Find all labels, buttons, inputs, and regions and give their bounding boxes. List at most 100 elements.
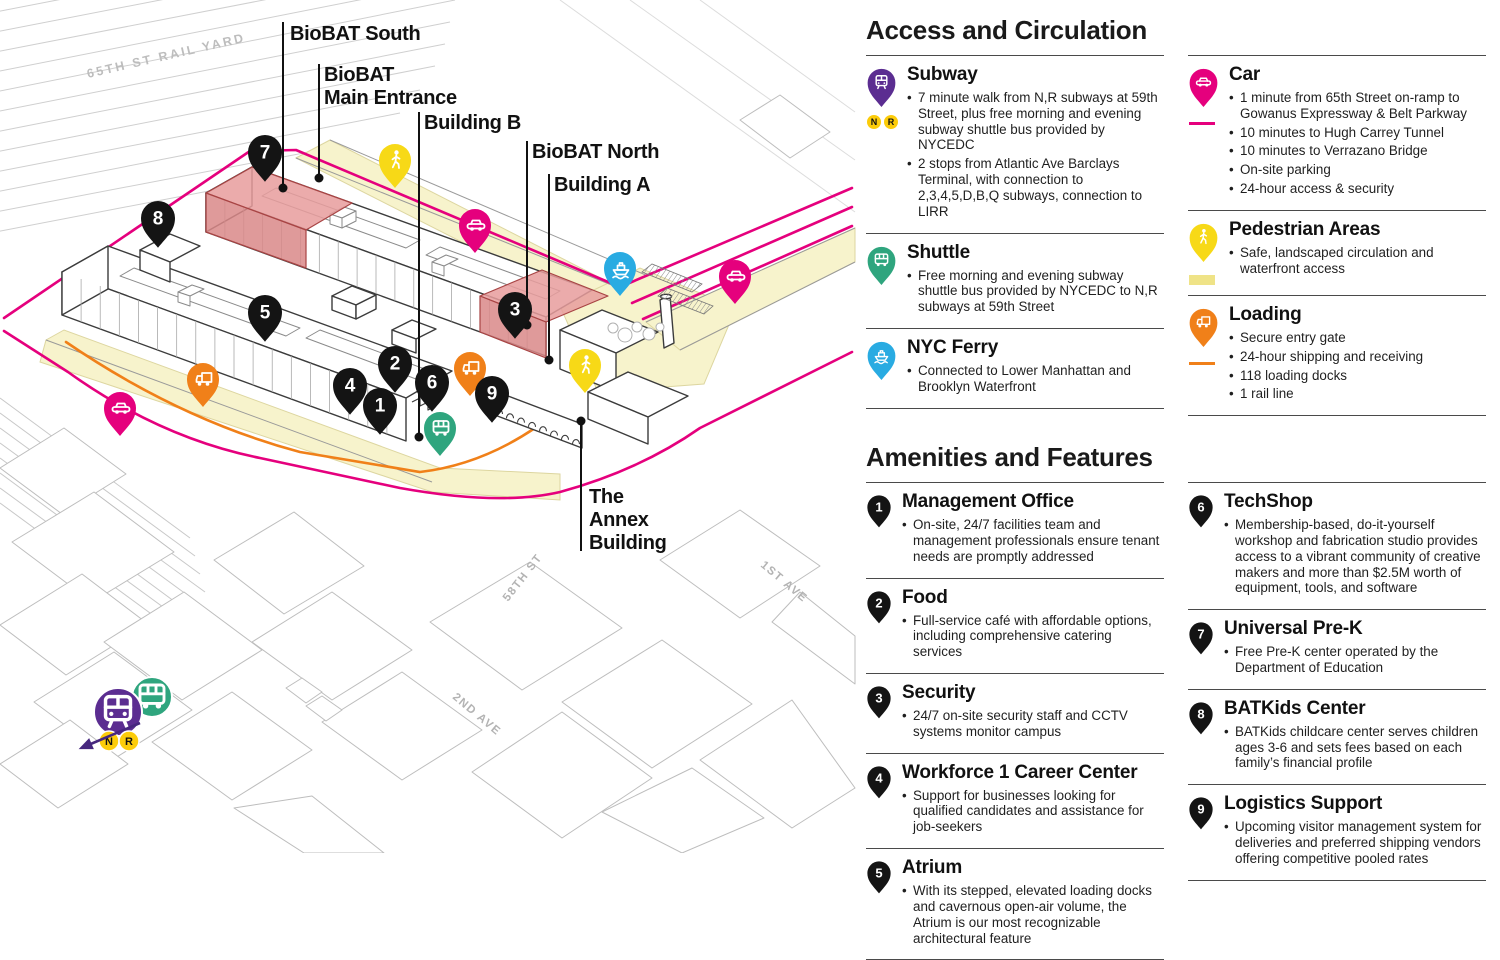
loading-icon-column xyxy=(1188,304,1229,405)
loading-route-swatch xyxy=(1189,361,1215,365)
shuttle-bullet: Free morning and evening subway shuttle … xyxy=(907,268,1164,315)
biobat-main-entrance-label: Main Entrance xyxy=(324,87,457,109)
svg-text:5: 5 xyxy=(875,866,882,881)
svg-text:2: 2 xyxy=(390,354,401,375)
svg-text:9: 9 xyxy=(1197,802,1204,817)
walker-pin-icon xyxy=(1189,223,1218,262)
amenity-pin-7-icon: 7 xyxy=(1189,622,1213,655)
loading-title: Loading xyxy=(1229,303,1302,325)
svg-text:4: 4 xyxy=(345,376,356,397)
ferry-pin-icon xyxy=(867,341,896,380)
nyc-ferry-title: NYC Ferry xyxy=(907,336,999,358)
amenity-9-title: Logistics Support xyxy=(1224,793,1383,815)
amenities-column-left: 1 Management OfficeOn-site, 24/7 faciliti… xyxy=(866,482,1164,960)
nyc-ferry-icon-column xyxy=(866,337,907,398)
amenity-pin-9-icon: 9 xyxy=(1189,797,1213,830)
amenity-9-description: Logistics SupportUpcoming visitor manage… xyxy=(1224,793,1486,869)
pedestrian-areas-route-swatch xyxy=(1189,274,1215,285)
amenity-8-title: BATKids Center xyxy=(1224,697,1366,719)
loading-bullet: 24-hour shipping and receiving xyxy=(1229,349,1486,365)
loading-route-line xyxy=(64,340,537,474)
svg-text:2: 2 xyxy=(875,595,882,610)
car-description: Car 1 minute from 65th Street on-ramp to … xyxy=(1229,64,1486,200)
car-title: Car xyxy=(1229,64,1261,85)
car-map-pin xyxy=(719,260,751,304)
amenity-5-bullet: With its stepped, elevated loading docks… xyxy=(902,883,1164,946)
amenity-9-bullet: Upcoming visitor management system for d… xyxy=(1224,819,1486,866)
amenity-1-bullet: On-site, 24/7 facilities team and manage… xyxy=(902,517,1164,564)
amenity-item-1: 1 Management OfficeOn-site, 24/7 faciliti… xyxy=(866,482,1164,577)
access-columns: NRSubway7 minute walk from N,R subways a… xyxy=(866,55,1486,417)
amenity-pin-3-icon: 3 xyxy=(867,686,891,719)
amenity-pin-5-icon: 5 xyxy=(867,861,891,894)
biobat-north-label: BioBAT North xyxy=(532,141,659,163)
amenity-1-title: Management Office xyxy=(902,491,1074,513)
map-label-biobat-north: BioBAT North xyxy=(522,141,659,330)
amenities-column-right: 6TechShopMembership-based, do-it-yoursel… xyxy=(1188,482,1486,881)
svg-text:7: 7 xyxy=(260,143,271,164)
amenity-3-title: Security xyxy=(902,682,976,703)
access-column-left: NRSubway7 minute walk from N,R subways a… xyxy=(866,55,1164,409)
svg-text:4: 4 xyxy=(875,770,883,785)
car-bullet: 1 minute from 65th Street on-ramp to Gow… xyxy=(1229,90,1486,122)
map-marker-3: 3 xyxy=(498,292,532,339)
annex-building-label: Building xyxy=(589,532,667,554)
access-item-loading: LoadingSecure entry gate24-hour shipping… xyxy=(1188,294,1486,415)
leader-dot xyxy=(544,355,554,365)
amenity-7-title: Universal Pre-K xyxy=(1224,618,1363,640)
loading-bullet: 118 loading docks xyxy=(1229,368,1486,384)
access-column-right: Car 1 minute from 65th Street on-ramp to … xyxy=(1188,55,1486,417)
amenity-6-description: TechShopMembership-based, do-it-yourself… xyxy=(1224,491,1486,599)
amenity-6-icon-column: 6 xyxy=(1188,491,1224,599)
pedestrian-areas-title: Pedestrian Areas xyxy=(1229,218,1381,240)
pedestrian-areas-description: Pedestrian AreasSafe, landscaped circula… xyxy=(1229,219,1486,285)
map-marker-5: 5 xyxy=(248,295,282,342)
amenity-8-icon-column: 8 xyxy=(1188,698,1224,774)
amenity-pin-1-icon: 1 xyxy=(867,495,891,528)
amenity-1-icon-column: 1 xyxy=(866,491,902,567)
map-marker-1: 1 xyxy=(363,388,397,435)
amenity-pin-2-icon: 2 xyxy=(867,590,891,623)
svg-text:1: 1 xyxy=(875,500,882,515)
subway-badge-r: R xyxy=(884,115,898,129)
amenities-columns: 1 Management OfficeOn-site, 24/7 faciliti… xyxy=(866,482,1486,960)
ferry-map-pin xyxy=(604,252,636,296)
amenity-item-3: 3 Security24/7 on-site security staff and… xyxy=(866,673,1164,753)
building-a-label: Building A xyxy=(554,174,650,196)
amenity-item-6: 6TechShopMembership-based, do-it-yoursel… xyxy=(1188,482,1486,609)
ferry-piers xyxy=(641,263,714,315)
car-bullet: 10 minutes to Hugh Carrey Tunnel xyxy=(1229,125,1486,141)
access-item-nyc-ferry: NYC FerryConnected to Lower Manhattan an… xyxy=(866,327,1164,408)
amenity-4-icon-column: 4 xyxy=(866,762,902,838)
car-icon-column xyxy=(1188,64,1229,200)
train-station-icon xyxy=(93,687,143,737)
svg-text:8: 8 xyxy=(153,209,164,230)
annex-building-label: Annex xyxy=(589,509,649,531)
amenity-1-description: Management OfficeOn-site, 24/7 facilitie… xyxy=(902,491,1164,567)
amenity-pin-4-icon: 4 xyxy=(867,766,891,799)
amenity-9-icon-column: 9 xyxy=(1188,793,1224,869)
train-pin-icon xyxy=(867,68,896,107)
map-label-building-a: Building A xyxy=(544,174,651,365)
annex-building-label: The xyxy=(589,486,624,508)
access-item-subway: NRSubway7 minute walk from N,R subways a… xyxy=(866,55,1164,233)
amenity-3-description: Security24/7 on-site security staff and … xyxy=(902,682,1164,743)
truck-pin-icon xyxy=(1189,308,1218,347)
amenity-6-title: TechShop xyxy=(1224,491,1313,513)
plaza-trees xyxy=(607,321,665,343)
amenities-section-title: Amenities and Features xyxy=(866,442,1153,473)
svg-text:N: N xyxy=(105,736,113,748)
walker-map-pin xyxy=(379,144,411,188)
map-marker-4: 4 xyxy=(333,368,367,415)
amenity-7-icon-column: 7 xyxy=(1188,618,1224,679)
svg-text:3: 3 xyxy=(510,300,521,321)
amenity-item-5: 5AtriumWith its stepped, elevated loadin… xyxy=(866,848,1164,959)
loading-description: LoadingSecure entry gate24-hour shipping… xyxy=(1229,304,1486,405)
map-label-biobat-south: BioBAT South xyxy=(278,22,421,193)
bus-map-pin xyxy=(424,412,456,456)
